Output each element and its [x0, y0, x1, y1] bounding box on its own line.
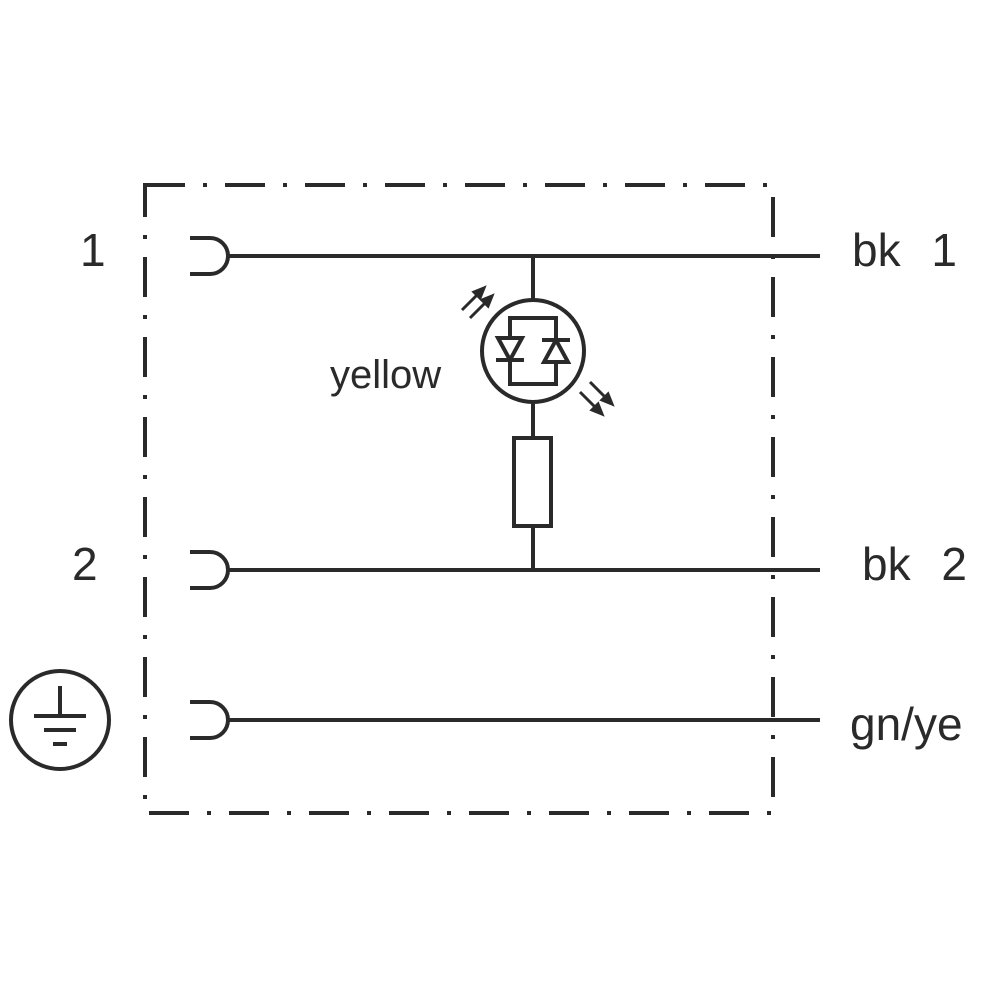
socket-pin-1 [190, 236, 230, 276]
wire-2-label: bk 2 [862, 538, 967, 590]
socket-pin-ground [190, 700, 230, 740]
wire-ground-label: gn/ye [850, 698, 963, 750]
light-emission-arrows-icon [460, 285, 495, 320]
bicolor-led-icon [480, 298, 586, 404]
pin-1-label: 1 [80, 224, 106, 276]
resistor-icon [512, 436, 553, 528]
protective-earth-icon [9, 669, 111, 771]
connector-housing-outline [143, 183, 775, 815]
pin-2-label: 2 [72, 538, 98, 590]
wire-1-label: bk 1 [852, 224, 957, 276]
socket-pin-2 [190, 550, 230, 590]
light-receive-arrows-icon [578, 380, 615, 417]
led-color-label: yellow [330, 353, 441, 397]
